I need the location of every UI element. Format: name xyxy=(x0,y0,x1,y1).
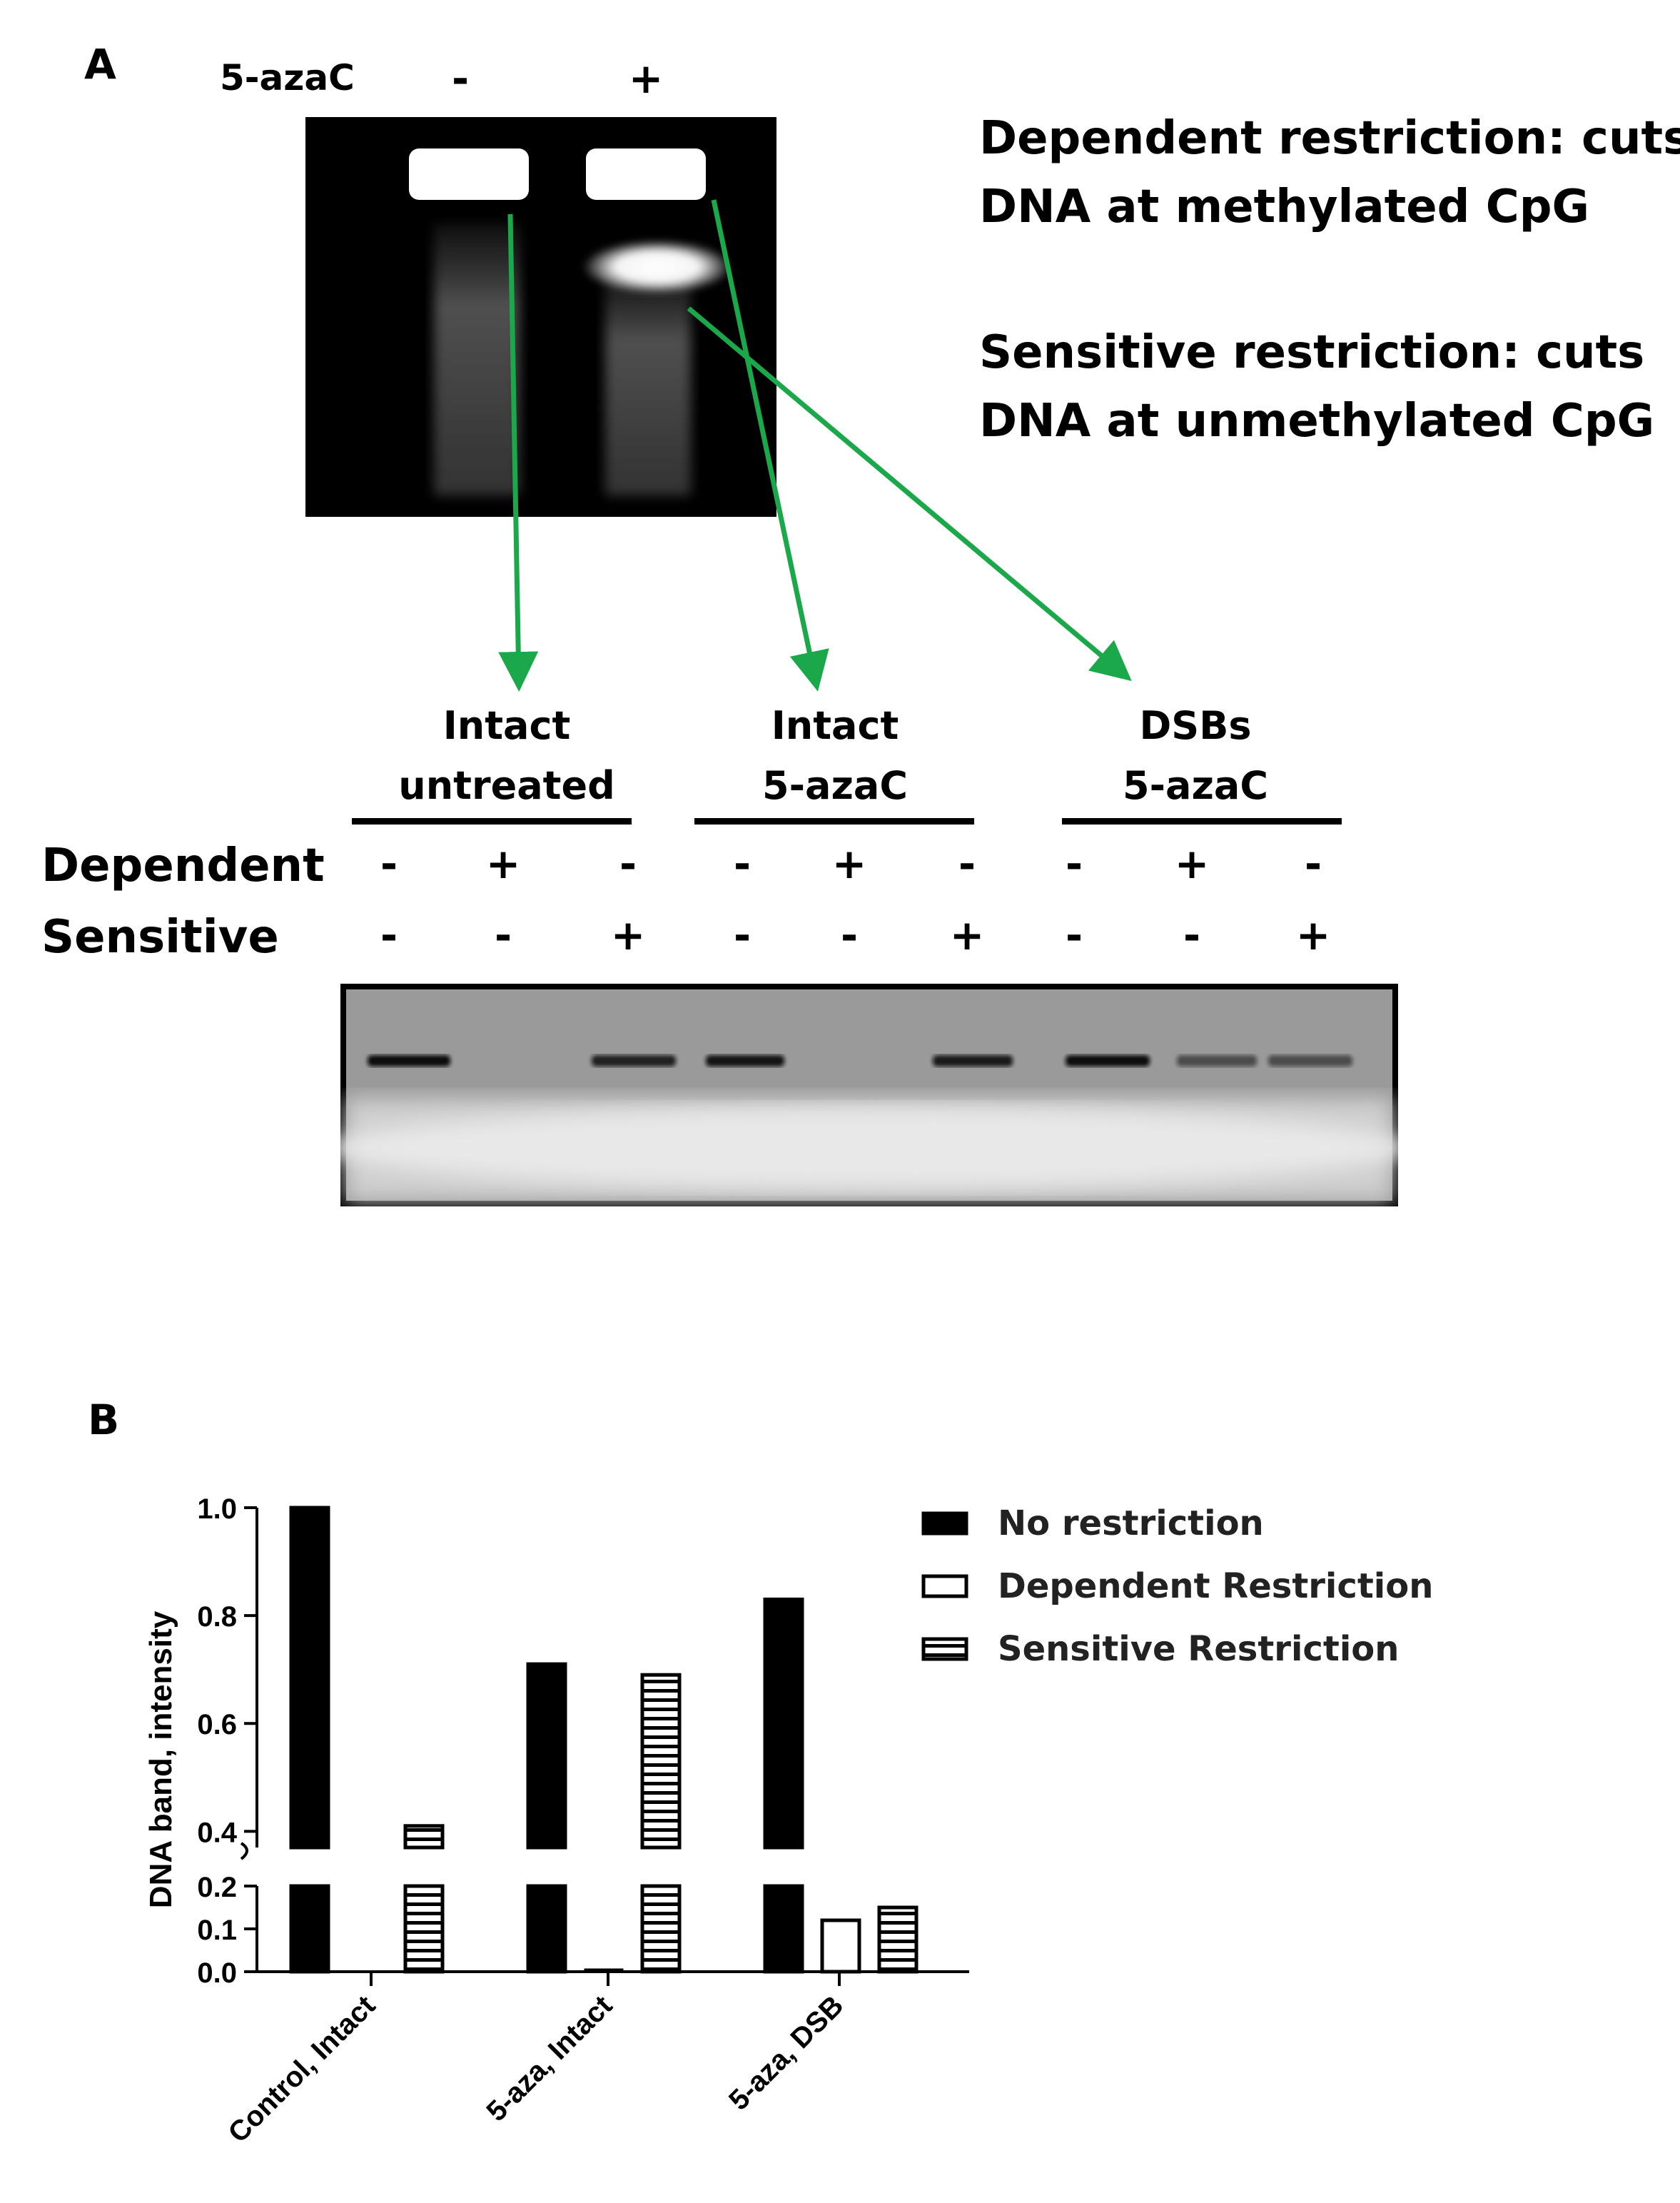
lane-sign-r1-l6: - xyxy=(958,840,976,888)
bar-3-1-upper xyxy=(403,1824,445,1850)
legend-label-2: Dependent Restriction xyxy=(998,1566,1434,1606)
y-axis-title: DNA band, intensity xyxy=(143,1610,178,1908)
panel-a-letter: A xyxy=(84,40,116,89)
description-dependent-line1: Dependent restriction: cuts xyxy=(979,112,1680,165)
digest-band-3 xyxy=(706,1055,784,1067)
lane-sign-r1-l8: + xyxy=(1174,840,1210,888)
bar-2-3-lower xyxy=(820,1918,861,1974)
lane-sign-r2-l3: + xyxy=(610,911,646,959)
group-2-line1: Intact xyxy=(771,703,899,748)
lane-sign-r2-l4: - xyxy=(733,911,752,959)
digest-band-2 xyxy=(592,1055,676,1067)
group-underline-3 xyxy=(1062,818,1342,825)
group-underline-1 xyxy=(352,818,632,825)
description-sensitive-line2: DNA at unmethylated CpG xyxy=(979,395,1655,448)
lane-sign-r1-l7: - xyxy=(1065,840,1083,888)
arrow-dsb-azac xyxy=(687,306,1132,682)
treatment-sign-plus: + xyxy=(628,54,664,103)
bar-3-2-lower xyxy=(640,1884,682,1974)
y-tick-0-6: 0.6 xyxy=(197,1709,237,1740)
bar-1-3-upper xyxy=(763,1597,804,1850)
lane-sign-r1-l1: - xyxy=(380,840,398,888)
y-tick-low-0-1: 0.1 xyxy=(197,1915,237,1946)
description-sensitive-line1: Sensitive restriction: cuts xyxy=(979,326,1645,379)
group-intact-azac: Intact 5-azaC xyxy=(714,696,956,816)
lane-sign-r1-l4: - xyxy=(733,840,752,888)
x-category-label-3: 5-aza, DSB xyxy=(723,1990,849,2116)
digest-band-6 xyxy=(1177,1055,1257,1067)
group-2-line2: 5-azaC xyxy=(762,763,908,808)
legend-label-1: No restriction xyxy=(998,1503,1264,1543)
y-tick-1-0: 1.0 xyxy=(197,1493,237,1525)
bar-1-2-upper xyxy=(526,1662,567,1850)
gel-well-1 xyxy=(409,148,529,200)
arrow-intact-azac xyxy=(711,199,829,692)
group-3-line2: 5-azaC xyxy=(1123,763,1268,808)
group-dsbs-azac: DSBs 5-azaC xyxy=(1074,696,1317,816)
lane-sign-r1-l5: + xyxy=(831,840,867,888)
legend-item-2: Dependent Restriction xyxy=(921,1555,1433,1618)
agarose-gel-image xyxy=(305,117,776,517)
description-dependent-line2: DNA at methylated CpG xyxy=(979,181,1590,233)
bar-1-1-lower xyxy=(289,1884,330,1974)
treatment-sign-minus: - xyxy=(451,54,470,103)
lane-sign-r2-l2: - xyxy=(494,911,512,959)
bar-3-1-lower xyxy=(403,1884,445,1974)
panel-b-letter: B xyxy=(88,1396,120,1444)
digest-band-7 xyxy=(1268,1055,1352,1067)
bar-chart: DNA band, intensity 0.4 0.6 0.8 1.0 0.0 0.1 0.… xyxy=(143,1493,969,2149)
bar-3-2-upper xyxy=(640,1673,682,1850)
description-sensitive: Sensitive restriction: cuts DNA at unmet… xyxy=(979,318,1654,455)
lane-sign-r1-l2: + xyxy=(485,840,521,888)
arrow-untreated xyxy=(498,213,539,692)
lane-sign-r2-l9: + xyxy=(1295,911,1331,959)
bar-1-3-lower xyxy=(763,1884,804,1974)
gel-dsb-band xyxy=(582,240,732,294)
row-label-sensitive: Sensitive xyxy=(41,911,279,964)
legend-swatch-2 xyxy=(921,1574,968,1598)
digest-band-4 xyxy=(933,1055,1013,1067)
y-tick-low-0-2: 0.2 xyxy=(197,1872,237,1903)
group-1-line1: Intact xyxy=(442,703,571,748)
group-1-line2: untreated xyxy=(398,763,615,808)
lane-sign-r2-l5: - xyxy=(840,911,859,959)
lane-sign-r1-l9: - xyxy=(1304,840,1322,888)
y-tick-0-8: 0.8 xyxy=(197,1601,237,1633)
digest-gel-image xyxy=(340,984,1398,1206)
digest-band-1 xyxy=(368,1055,450,1067)
legend-item-1: No restriction xyxy=(921,1492,1433,1555)
bar-1-1-upper xyxy=(289,1506,330,1850)
gel-smear-lane-1 xyxy=(434,224,520,495)
arrow-overlay xyxy=(498,199,1132,692)
legend-swatch-3 xyxy=(921,1637,968,1661)
bar-1-2-lower xyxy=(526,1884,567,1974)
treatment-label: 5-azaC xyxy=(220,57,355,99)
bar-2-2-lower xyxy=(584,1968,624,1973)
legend-label-3: Sensitive Restriction xyxy=(998,1629,1400,1669)
x-category-label-2: 5-aza, Intact xyxy=(480,1990,618,2127)
description-dependent: Dependent restriction: cuts DNA at methy… xyxy=(979,104,1680,241)
y-tick-0-4: 0.4 xyxy=(197,1817,237,1848)
gel-well-2 xyxy=(586,148,706,200)
y-tick-low-0-0: 0.0 xyxy=(197,1957,237,1989)
lane-sign-r2-l8: - xyxy=(1183,911,1201,959)
lane-sign-r2-l6: + xyxy=(949,911,985,959)
group-intact-untreated: Intact untreated xyxy=(385,696,628,816)
gel-smear-lane-2 xyxy=(605,274,691,495)
bar-3-3-lower xyxy=(877,1905,919,1974)
lane-sign-r2-l1: - xyxy=(380,911,398,959)
lane-sign-r1-l3: - xyxy=(619,840,637,888)
legend-swatch-1 xyxy=(921,1511,968,1536)
legend-item-3: Sensitive Restriction xyxy=(921,1618,1433,1680)
axis-break-mark xyxy=(240,1842,248,1860)
group-underline-2 xyxy=(694,818,974,825)
digest-band-5 xyxy=(1066,1055,1150,1067)
lane-sign-r2-l7: - xyxy=(1065,911,1083,959)
row-label-dependent: Dependent xyxy=(41,840,325,892)
x-category-label-1: Control, Intact xyxy=(223,1990,382,2149)
group-3-line1: DSBs xyxy=(1139,703,1252,748)
